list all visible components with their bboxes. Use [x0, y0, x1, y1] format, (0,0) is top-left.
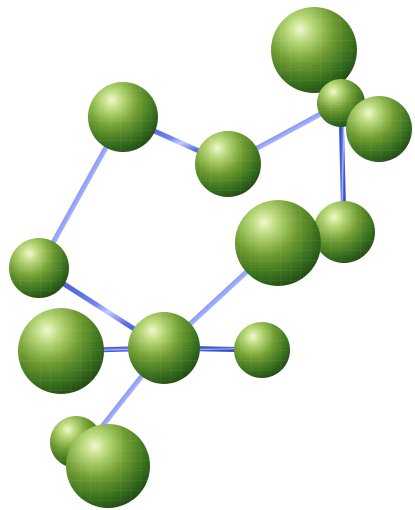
atom-bottom-large: [66, 424, 150, 508]
atom-lower-center: [128, 312, 200, 384]
molecule-atoms: [9, 7, 412, 508]
atom-lower-left-large: [18, 308, 104, 394]
atom-lower-right-small: [234, 322, 290, 378]
atom-right: [346, 96, 412, 162]
atom-middle-large: [235, 200, 321, 286]
atom-top-left: [88, 82, 158, 152]
atom-right-middle: [313, 201, 375, 263]
atom-left: [9, 238, 69, 298]
atom-center: [195, 131, 261, 197]
